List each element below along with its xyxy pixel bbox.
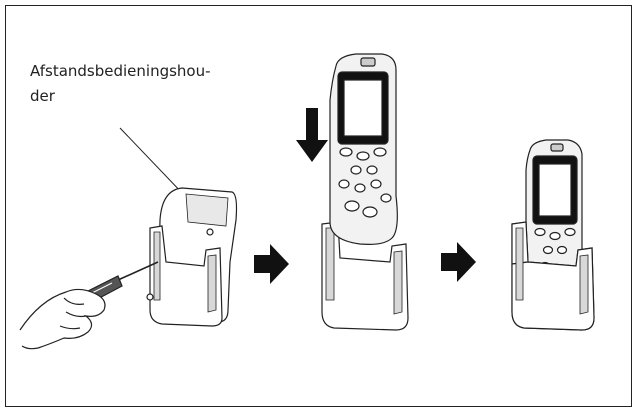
step2-holder — [321, 221, 409, 331]
insert-arrow — [296, 108, 328, 162]
holder-callout-line-1: Afstandsbedieningshou- — [30, 62, 211, 80]
step-arrow-1 — [254, 244, 289, 284]
holder-callout-line-2: der — [30, 87, 55, 105]
diagram-border — [5, 5, 632, 407]
step2-remote — [329, 53, 398, 245]
step-arrow-2 — [441, 242, 476, 282]
step1-holder — [146, 187, 238, 327]
hand — [19, 288, 106, 350]
callout-leader-line — [119, 127, 186, 197]
step3-holder — [511, 221, 595, 331]
